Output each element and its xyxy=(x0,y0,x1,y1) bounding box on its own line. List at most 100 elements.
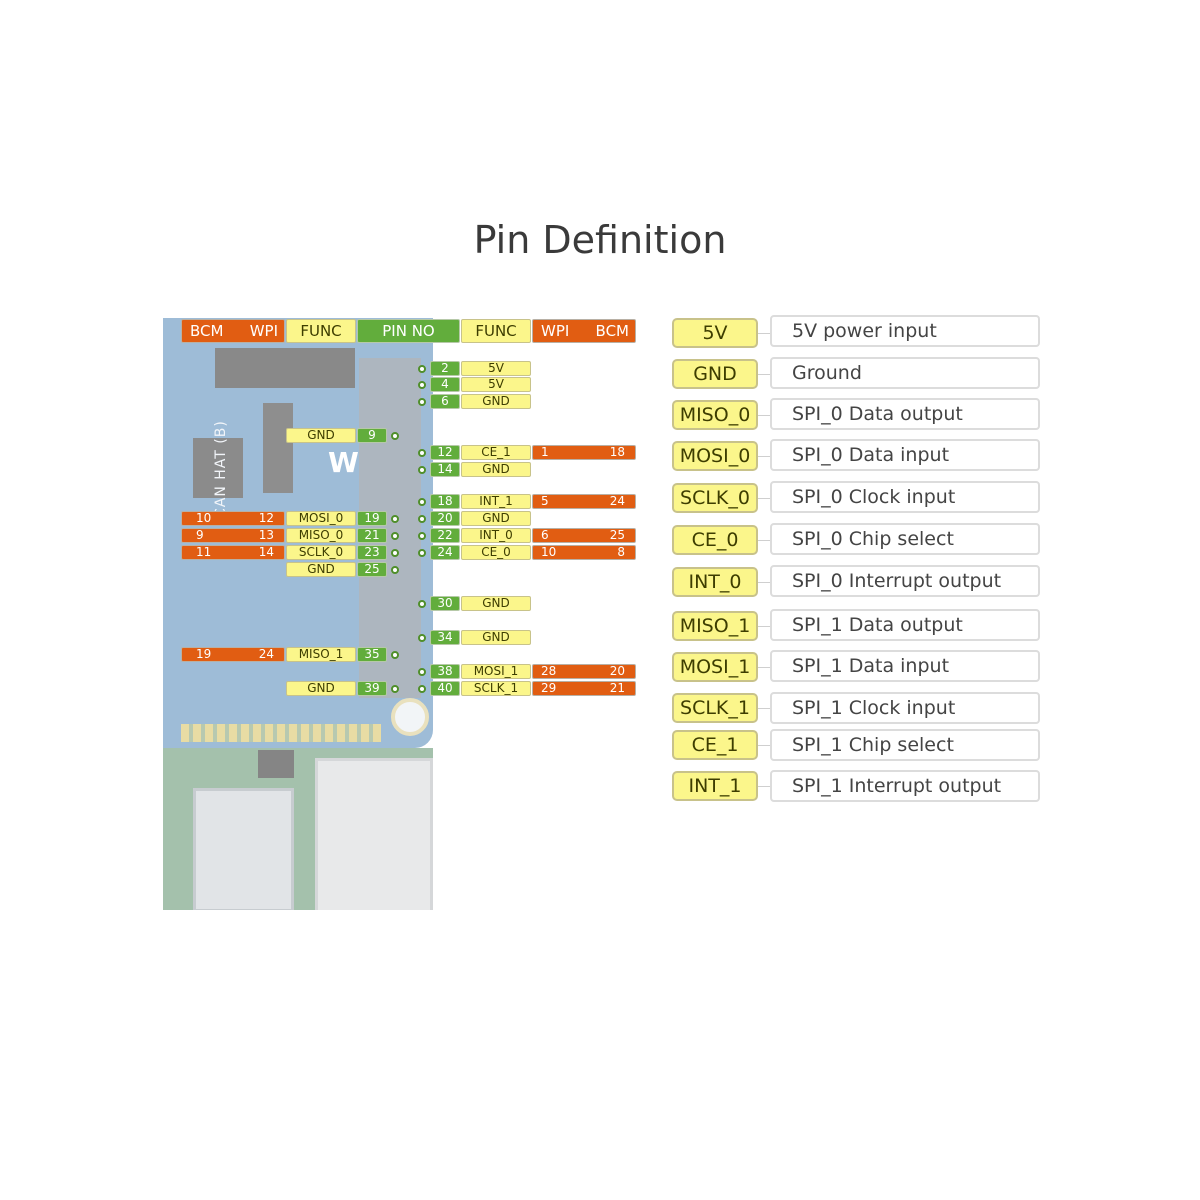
wpi-value: 28 xyxy=(541,664,557,678)
legend-description: SPI_0 Chip select xyxy=(770,523,1040,555)
gold-pins xyxy=(181,724,381,742)
bcm-value: 11 xyxy=(196,545,212,559)
pin-bcm-wpi: 10 12 xyxy=(181,511,285,526)
legend-description: SPI_1 Chip select xyxy=(770,729,1040,761)
legend-connector xyxy=(758,745,770,746)
pin-number: 30 xyxy=(430,596,460,611)
legend-tag: INT_0 xyxy=(672,567,758,597)
pin-wpi-bcm: 28 20 xyxy=(532,664,636,679)
pin-dot xyxy=(418,549,426,557)
pin-func: GND xyxy=(461,511,531,526)
bcm-value: 25 xyxy=(609,528,625,542)
wpi-value: 24 xyxy=(258,647,274,661)
pin-dot xyxy=(418,398,426,406)
bcm-value: 9 xyxy=(196,528,204,542)
bcm-value: 8 xyxy=(617,545,625,559)
pin-dot xyxy=(418,600,426,608)
pin-dot xyxy=(418,685,426,693)
pin-number: 34 xyxy=(430,630,460,645)
wpi-value: 5 xyxy=(541,494,549,508)
legend-description: SPI_1 Data output xyxy=(770,609,1040,641)
pin-number: 12 xyxy=(430,445,460,460)
chip xyxy=(215,348,355,388)
legend-description: SPI_1 Clock input xyxy=(770,692,1040,724)
legend-connector xyxy=(758,374,770,375)
pin-func: CE_0 xyxy=(461,545,531,560)
chip xyxy=(263,403,293,493)
legend-connector xyxy=(758,415,770,416)
pin-dot xyxy=(418,365,426,373)
wpi-value: 1 xyxy=(541,445,549,459)
legend-connector xyxy=(758,456,770,457)
pin-number: 38 xyxy=(430,664,460,679)
pin-func: 5V xyxy=(461,361,531,376)
pin-dot xyxy=(418,381,426,389)
bcm-value: 19 xyxy=(196,647,212,661)
pin-number: 18 xyxy=(430,494,460,509)
legend-description: Ground xyxy=(770,357,1040,389)
legend-tag: SCLK_0 xyxy=(672,483,758,513)
pin-func: MOSI_1 xyxy=(461,664,531,679)
legend-tag: MOSI_0 xyxy=(672,441,758,471)
legend-tag: SCLK_1 xyxy=(672,693,758,723)
pin-func: 5V xyxy=(461,377,531,392)
legend-tag: GND xyxy=(672,359,758,389)
pin-number: 6 xyxy=(430,394,460,409)
pin-number: 21 xyxy=(357,528,387,543)
pin-dot xyxy=(418,532,426,540)
legend-description: SPI_1 Interrupt output xyxy=(770,770,1040,802)
board-image: CAN HAT (B) W xyxy=(163,318,433,910)
pin-dot xyxy=(418,466,426,474)
pin-func: MISO_1 xyxy=(286,647,356,662)
legend-connector xyxy=(758,540,770,541)
mount-hole xyxy=(391,698,429,736)
pin-func: GND xyxy=(286,681,356,696)
legend-description: SPI_0 Clock input xyxy=(770,481,1040,513)
pin-dot xyxy=(391,566,399,574)
legend-connector xyxy=(758,667,770,668)
pin-number: 25 xyxy=(357,562,387,577)
legend-tag: MISO_1 xyxy=(672,611,758,641)
pin-number: 2 xyxy=(430,361,460,376)
legend-connector xyxy=(758,582,770,583)
legend-connector xyxy=(758,333,770,334)
legend-description: SPI_0 Data input xyxy=(770,439,1040,471)
legend-tag: MOSI_1 xyxy=(672,652,758,682)
pin-dot xyxy=(391,532,399,540)
header-func-right: FUNC xyxy=(461,319,531,343)
bcm-value: 20 xyxy=(609,664,625,678)
waveshare-logo: W xyxy=(328,446,359,479)
pin-func: GND xyxy=(461,394,531,409)
pin-number: 22 xyxy=(430,528,460,543)
page-title: Pin Definition xyxy=(473,218,727,262)
ethernet-port xyxy=(315,758,433,910)
legend-tag: CE_1 xyxy=(672,730,758,760)
pin-func: GND xyxy=(286,428,356,443)
pin-wpi-bcm: 6 25 xyxy=(532,528,636,543)
pin-number: 19 xyxy=(357,511,387,526)
pin-func: GND xyxy=(461,462,531,477)
wpi-value: 29 xyxy=(541,681,557,695)
pin-func: GND xyxy=(461,630,531,645)
pin-dot xyxy=(391,432,399,440)
bcm-value: 10 xyxy=(196,511,212,525)
pin-bcm-wpi: 11 14 xyxy=(181,545,285,560)
pin-number: 39 xyxy=(357,681,387,696)
pin-func: GND xyxy=(286,562,356,577)
pin-wpi-bcm: 10 8 xyxy=(532,545,636,560)
wpi-value: 14 xyxy=(258,545,274,559)
pin-wpi-bcm: 29 21 xyxy=(532,681,636,696)
wpi-value: 12 xyxy=(258,511,274,525)
pin-number: 9 xyxy=(357,428,387,443)
pin-dot xyxy=(418,668,426,676)
pin-number: 35 xyxy=(357,647,387,662)
legend-connector xyxy=(758,498,770,499)
pin-func: SCLK_0 xyxy=(286,545,356,560)
pin-dot xyxy=(418,515,426,523)
bcm-value: 18 xyxy=(609,445,625,459)
header-func-left: FUNC xyxy=(286,319,356,343)
pin-dot xyxy=(391,515,399,523)
legend-description: SPI_1 Data input xyxy=(770,650,1040,682)
header-left-bcm-wpi: BCM WPI xyxy=(181,319,285,343)
pin-number: 4 xyxy=(430,377,460,392)
